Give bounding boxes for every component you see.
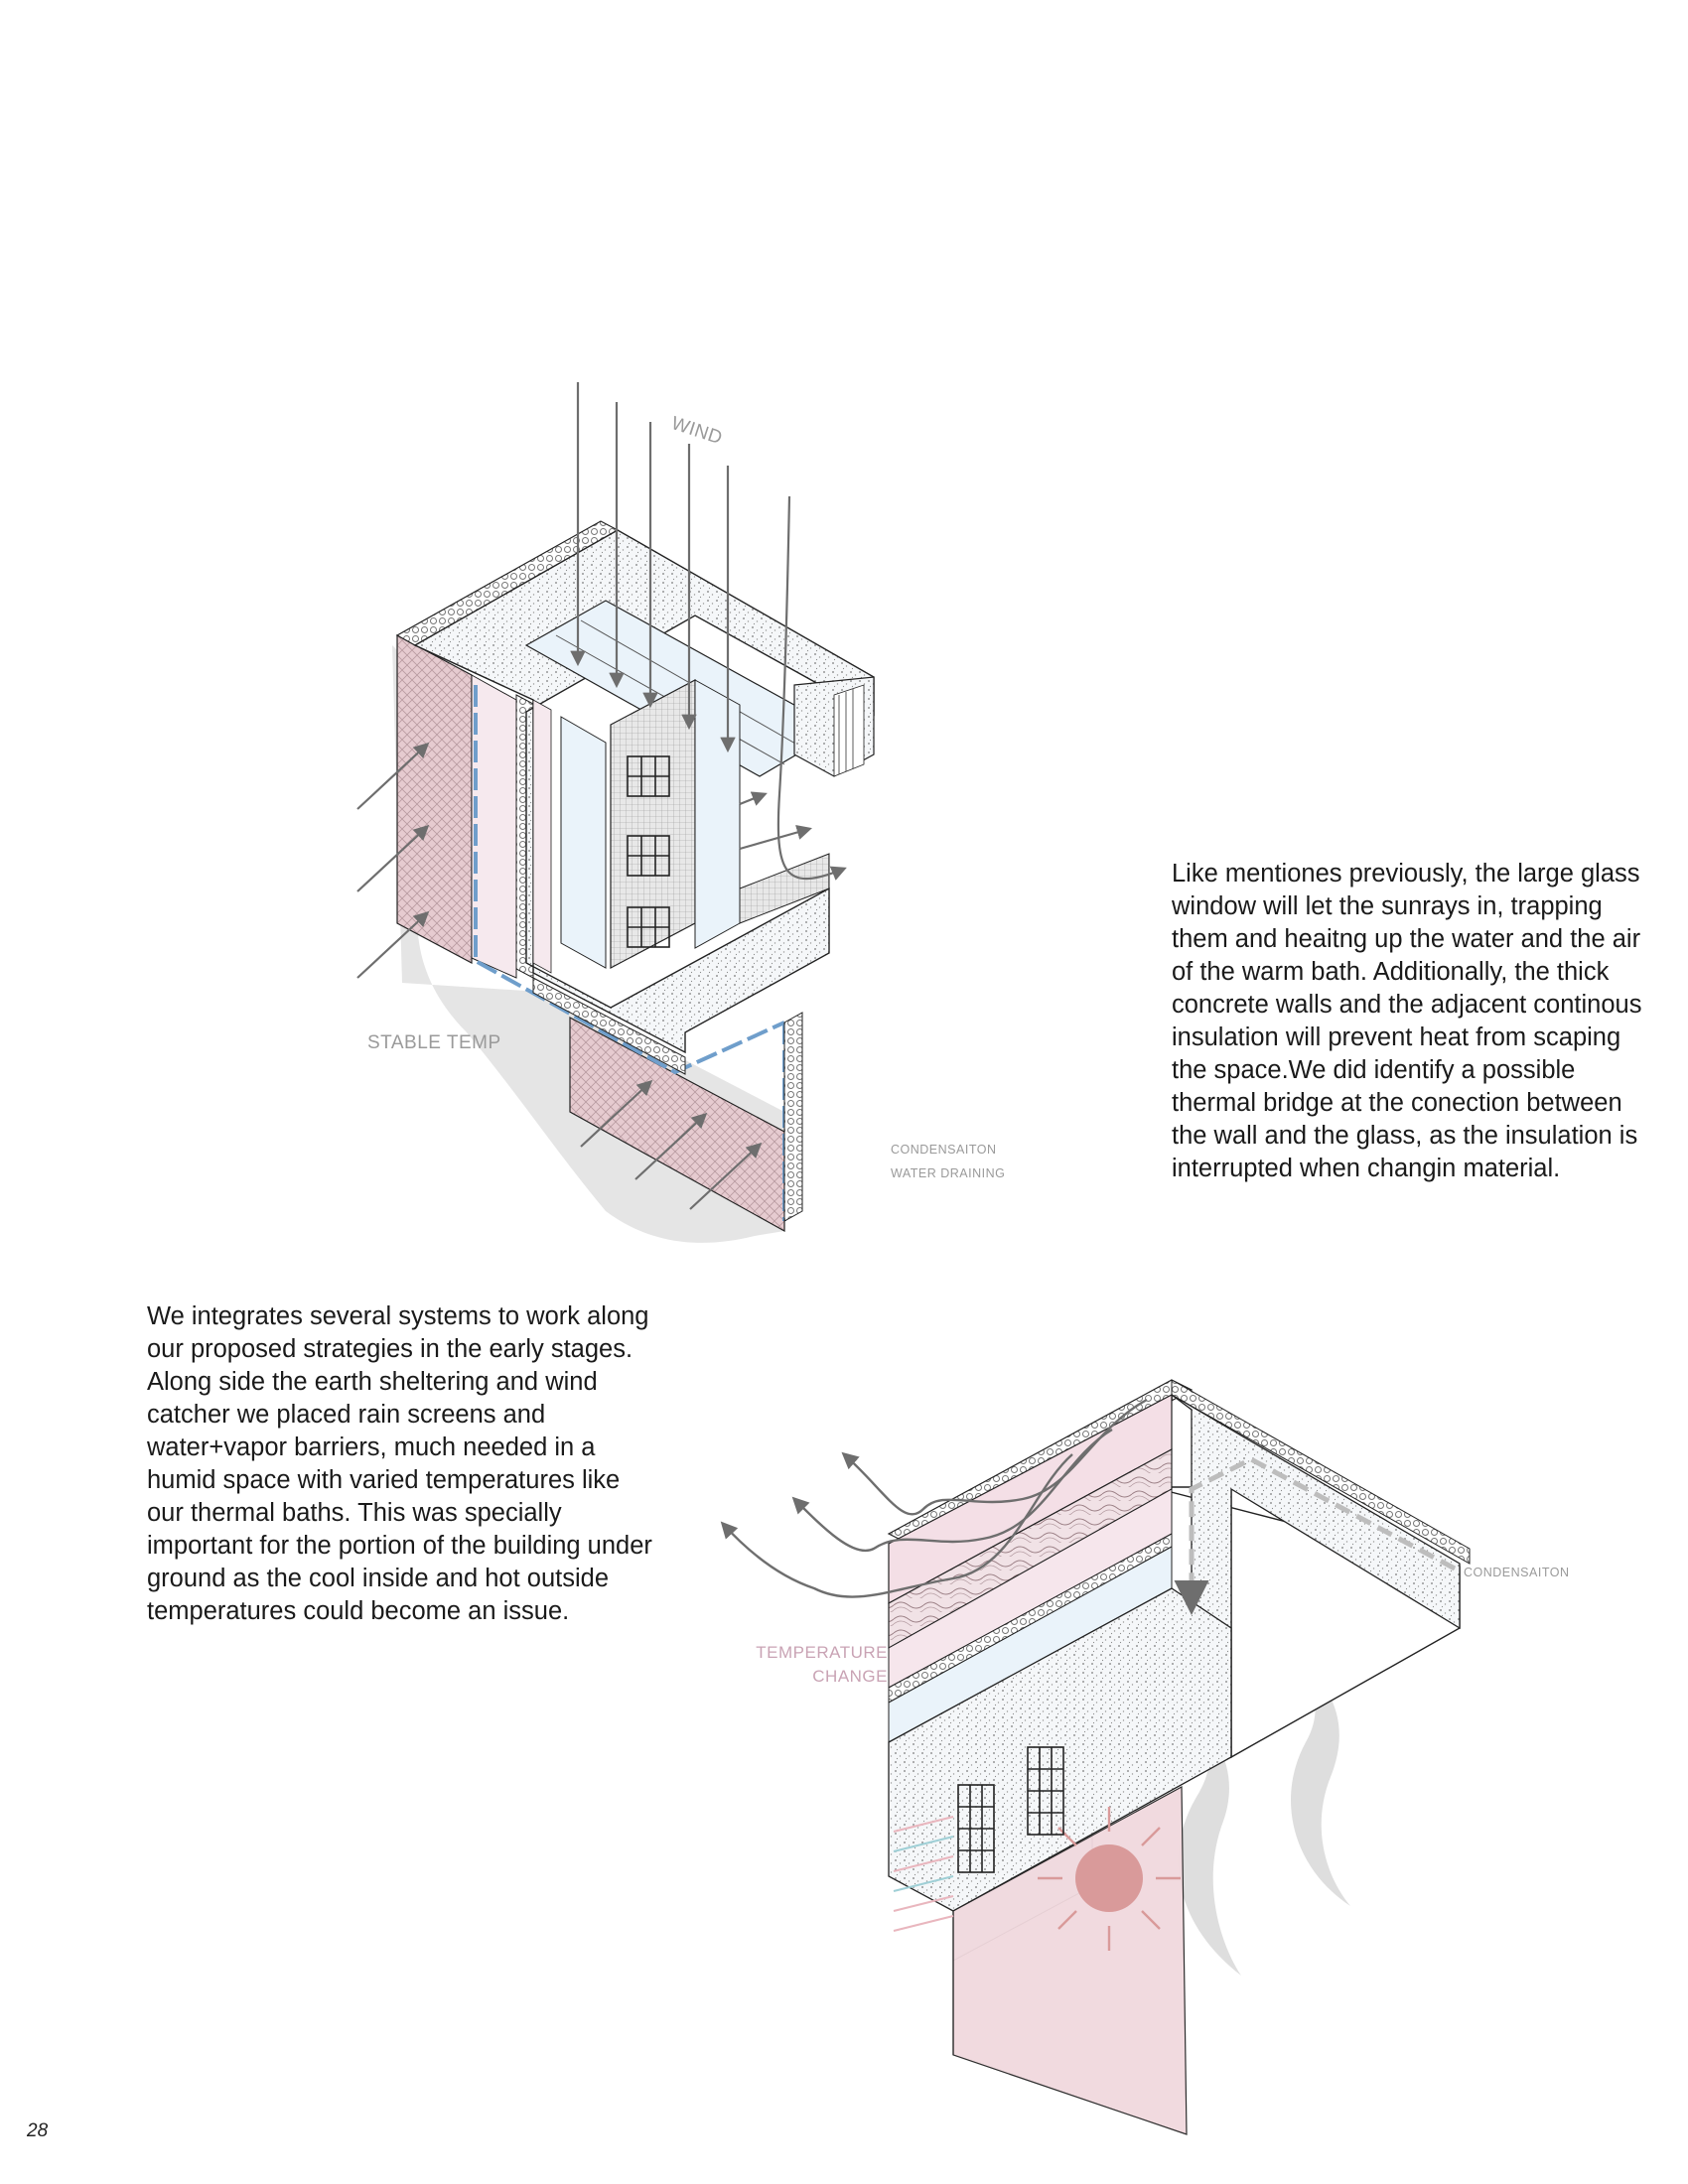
earth-arrows: [356, 742, 763, 1210]
steam-left: [1178, 1707, 1241, 1976]
inner-glass-layer: [560, 716, 607, 969]
bottom-wall-section-diagram: [720, 1379, 1471, 2135]
wind-arrows: [570, 382, 847, 881]
paragraph-left: We integrates several systems to work al…: [147, 1302, 652, 1625]
insulation-band: [471, 674, 517, 979]
sun-icon: [1038, 1807, 1181, 1951]
label-water-draining: WATER DRAINING: [891, 1166, 1006, 1180]
paragraph-right: Like mentiones previously, the large gla…: [1172, 860, 1642, 1182]
floor-grid: [739, 853, 830, 924]
steam-right: [1291, 1658, 1350, 1906]
page-number: 28: [27, 2120, 49, 2141]
circle-insulation-bottom: [532, 977, 686, 1075]
label-condensation-bottom: CONDENSAITON: [1464, 1566, 1570, 1579]
rebar-cages-bottom: [957, 1746, 1064, 1873]
wave-arrows: [720, 1398, 1148, 1598]
label-condensation-top: CONDENSAITON: [891, 1143, 997, 1157]
rebar-column: [610, 679, 696, 969]
floor-slab: [888, 1587, 1232, 1912]
label-stable-temp: STABLE TEMP: [367, 1032, 501, 1053]
rebar-cages: [627, 755, 670, 948]
inner-pink-layer: [532, 699, 552, 974]
temperature-lines: [893, 1816, 954, 1932]
glass-panel: [694, 679, 741, 949]
label-temperature-change: TEMPERATURE CHANGE: [756, 1643, 888, 1686]
condensation-path: [1174, 1456, 1457, 1615]
earth-left: [396, 634, 473, 964]
earth-bottom: [569, 1017, 785, 1233]
top-wall-section-diagram: [356, 382, 875, 1243]
circle-insulation-right: [783, 1012, 803, 1222]
top-slab-right: [1171, 1379, 1471, 1565]
